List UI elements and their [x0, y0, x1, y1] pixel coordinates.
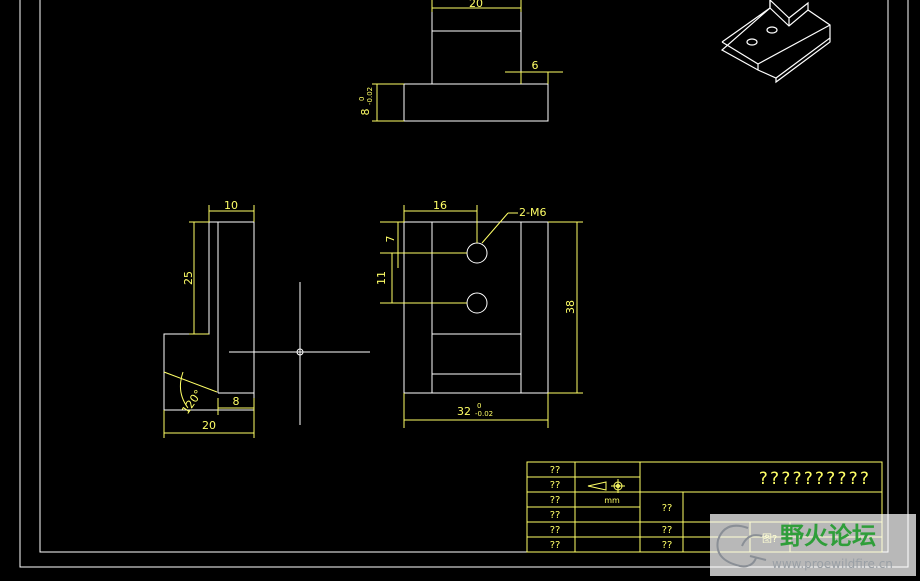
top-dim-step: 6	[532, 59, 539, 72]
tb-left-4: ??	[550, 510, 561, 521]
top-dim-thickness: 8	[359, 109, 372, 116]
tb-mid-b: ??	[662, 525, 673, 536]
tb-left-6: ??	[550, 540, 561, 551]
tb-left-5: ??	[550, 525, 561, 536]
tb-unit: mm	[604, 496, 620, 505]
watermark-url: www.proewildfire.cn	[772, 557, 893, 571]
front-tol-upper: 0	[477, 402, 481, 410]
outer-border	[19, 0, 909, 568]
left-dim-height: 25	[182, 271, 195, 285]
left-dim-top: 10	[224, 199, 238, 212]
front-dim-7: 7	[384, 236, 397, 243]
tb-mid-a: ??	[662, 503, 673, 514]
front-tol-lower: -0.02	[475, 410, 493, 418]
inner-border	[39, 0, 889, 553]
top-tol-upper: 0	[358, 97, 366, 101]
tb-left-3: ??	[550, 495, 561, 506]
watermark: 野火论坛 www.proewildfire.cn	[710, 514, 916, 576]
front-thread-label: 2-M6	[519, 206, 546, 219]
front-dim-11: 11	[375, 271, 388, 285]
isometric-view	[720, 0, 831, 84]
tb-left-2: ??	[550, 480, 561, 491]
left-angle: 120°	[179, 387, 205, 416]
watermark-logo	[716, 524, 767, 568]
front-dim-height: 38	[564, 300, 577, 314]
front-view: 16 2-M6 7 11 38 32 0 -0.02	[375, 199, 583, 428]
left-view: 10 25 8 20 120°	[163, 199, 370, 438]
tb-left-1: ??	[550, 465, 561, 476]
tb-mid-c: ??	[662, 540, 673, 551]
projection-symbol	[587, 479, 625, 493]
top-dim-width: 20	[469, 0, 483, 10]
tb-title: ??????????	[758, 469, 870, 489]
top-view: 20 6 8 0 -0.02	[358, 0, 563, 122]
left-dim-base: 20	[202, 419, 216, 432]
front-dim-width: 32	[457, 405, 471, 418]
left-dim-foot: 8	[233, 395, 240, 408]
top-tol-lower: -0.02	[366, 87, 374, 105]
front-dim-hole-x: 16	[433, 199, 447, 212]
watermark-chinese: 野火论坛	[780, 522, 876, 550]
